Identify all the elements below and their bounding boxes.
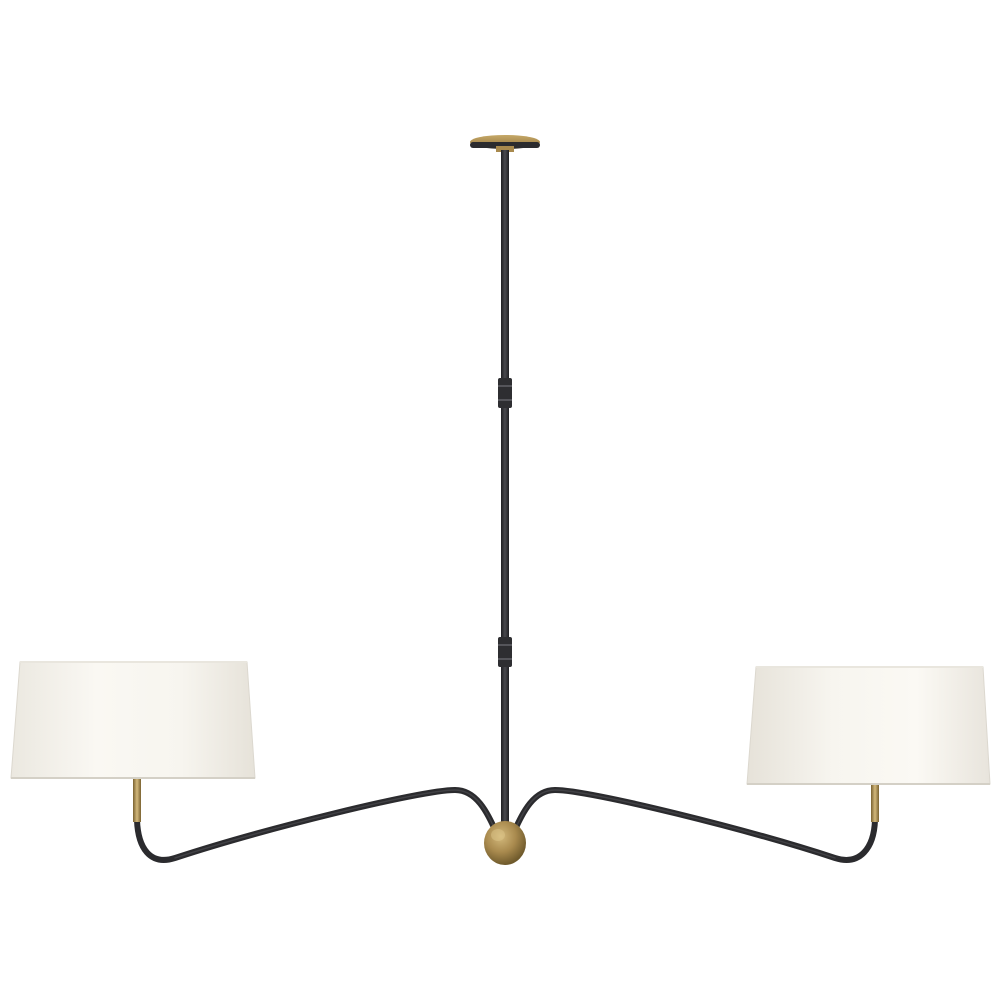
right-arm: [507, 786, 878, 863]
stem: [501, 150, 509, 830]
center-hub: [484, 821, 526, 865]
left-lamp-shade: [10, 661, 256, 779]
left-arm: [134, 786, 503, 863]
canopy: [470, 135, 540, 152]
left-socket-cup: [133, 778, 141, 822]
right-socket-cup: [871, 782, 879, 822]
stem-coupler-upper: [498, 378, 512, 408]
right-lamp-shade: [746, 666, 991, 785]
stem-coupler-lower: [498, 637, 512, 667]
